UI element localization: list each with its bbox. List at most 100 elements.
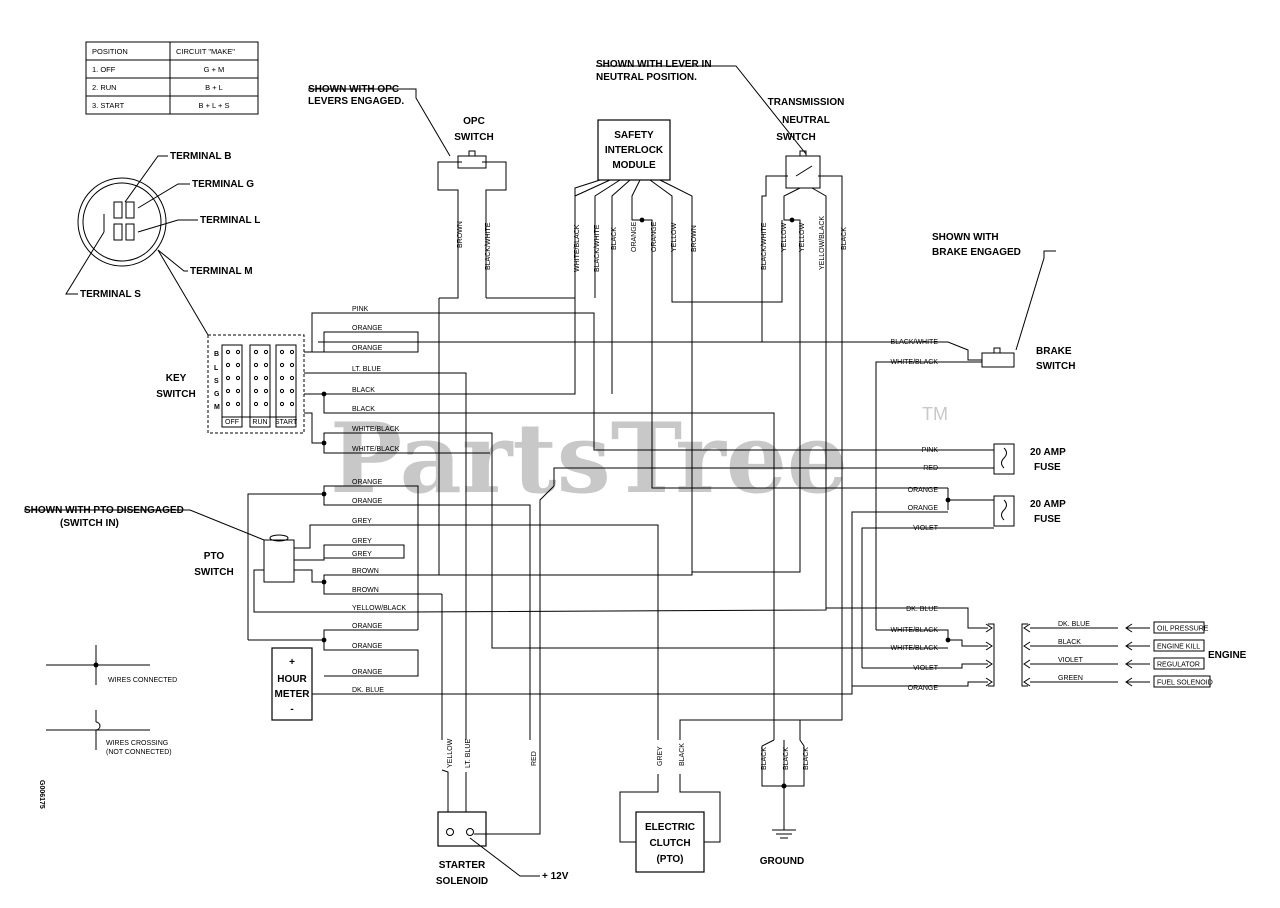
- terminal-b-label: TERMINAL B: [170, 151, 231, 162]
- engine-function-label: REGULATOR: [1157, 662, 1200, 669]
- ground: GROUND: [760, 774, 805, 867]
- legend-connected: WIRES CONNECTED: [108, 677, 177, 684]
- wire-lt-blue: [304, 372, 467, 740]
- opc-note: LEVERS ENGAGED.: [308, 96, 404, 107]
- tns-note: SHOWN WITH LEVER IN: [596, 59, 712, 70]
- key-contact: [263, 401, 269, 407]
- engine-pin: [1023, 677, 1031, 687]
- wire-junction: [321, 440, 327, 446]
- engine-pin: [985, 659, 993, 669]
- hour-meter: + HOUR METER -: [271, 647, 313, 721]
- wire-label: ORANGE: [908, 487, 939, 494]
- wire-label: ORANGE: [352, 498, 383, 505]
- wire-label: LT. BLUE: [465, 739, 472, 768]
- watermark-tm: TM: [922, 404, 948, 424]
- pto-title: SWITCH: [194, 567, 233, 578]
- wire-label: WHITE/BLACK: [352, 446, 400, 453]
- wire-grey: [294, 524, 659, 740]
- key-contact: [225, 388, 231, 394]
- starter-label: STARTER: [439, 860, 486, 871]
- key-contact: [225, 362, 231, 368]
- wire-opc-black-white: [486, 179, 601, 299]
- key-contact: [289, 375, 295, 381]
- wire-label: WHITE/BLACK: [574, 224, 581, 272]
- wire-label: GREY: [352, 518, 372, 525]
- wire-label: BLACK: [841, 227, 848, 250]
- key-contact: [253, 349, 259, 355]
- starter-solenoid: STARTER SOLENOID + 12V: [436, 485, 569, 887]
- wire-engine-wb: [876, 629, 988, 647]
- engine-connector-body: [988, 623, 995, 687]
- wire-brake-bw: [762, 341, 982, 361]
- wire-white-black-2: [323, 443, 490, 454]
- wire-label: ORANGE: [651, 221, 658, 252]
- clutch-label: CLUTCH: [649, 838, 690, 849]
- clutch-label: ELECTRIC: [645, 822, 695, 833]
- table-cell: 3. START: [92, 101, 125, 110]
- terminal-g-label: TERMINAL G: [192, 179, 254, 190]
- key-contact: [289, 388, 295, 394]
- wire-label: YELLOW: [671, 222, 678, 252]
- key-contact: [289, 362, 295, 368]
- terminal-l-label: TERMINAL L: [200, 215, 260, 226]
- tns-title: NEUTRAL: [782, 115, 830, 126]
- wire-orange-hm: [248, 629, 418, 641]
- wire-tns-yellow-black: [409, 187, 827, 613]
- wire-yellow-bottom: [441, 769, 449, 798]
- key-contact: [225, 401, 231, 407]
- figure-id: G006175: [38, 780, 45, 809]
- wire-label: BROWN: [352, 587, 379, 594]
- wire-label: VIOLET: [913, 525, 939, 532]
- table-cell: B + L: [205, 83, 223, 92]
- fuse-1: 20 AMP FUSE: [993, 443, 1066, 475]
- wire-label: BLACK/WHITE: [485, 222, 492, 270]
- key-col-off: OFF: [225, 419, 239, 426]
- fuse-1-label: FUSE: [1034, 462, 1061, 473]
- wire-label: ORANGE: [631, 221, 638, 252]
- wire-label: BLACK: [803, 747, 810, 770]
- wire-orange-hm-2: [323, 640, 419, 677]
- watermark: PartsTree TM: [330, 402, 948, 515]
- sim-title: INTERLOCK: [605, 145, 664, 156]
- table-header-circuit: CIRCUIT "MAKE": [176, 47, 235, 56]
- ground-label: GROUND: [760, 856, 804, 867]
- engine-pin: [985, 677, 993, 687]
- wire-label: GREY: [352, 551, 372, 558]
- wire-tns-black: [679, 175, 843, 740]
- fuse-1-label: 20 AMP: [1030, 447, 1066, 458]
- key-contact: [253, 388, 259, 394]
- opc-title: SWITCH: [454, 132, 493, 143]
- transmission-neutral-switch: SHOWN WITH LEVER IN NEUTRAL POSITION. TR…: [596, 59, 845, 189]
- wire-label: ORANGE: [908, 685, 939, 692]
- key-contact: [235, 375, 241, 381]
- wire-engine-violet: [862, 663, 988, 669]
- wire-label: ORANGE: [908, 505, 939, 512]
- key-letter-b: B: [214, 351, 219, 358]
- wire-yellow-black: [253, 569, 410, 613]
- wire-label: DK. BLUE: [352, 687, 384, 694]
- wire-label: BROWN: [691, 225, 698, 252]
- fuse-2-label: 20 AMP: [1030, 499, 1066, 510]
- wire-label: BLACK: [352, 406, 375, 413]
- wire-label: VIOLET: [1058, 657, 1084, 664]
- tns-note: NEUTRAL POSITION.: [596, 72, 697, 83]
- wire-ground-3: [799, 720, 805, 774]
- wire-brown-2: [323, 582, 442, 595]
- wire-label: YELLOW: [781, 222, 788, 252]
- wire-sim-black-white: [594, 179, 621, 298]
- opc-switch: SHOWN WITH OPC LEVERS ENGAGED. OPC SWITC…: [308, 84, 507, 299]
- tns-title: SWITCH: [776, 132, 815, 143]
- fuse-2-label: FUSE: [1034, 514, 1061, 525]
- engine-pin: [985, 623, 993, 633]
- wire-engine-dkblue: [826, 607, 988, 629]
- wire-fuse1-red: [553, 467, 994, 486]
- table-cell: G + M: [204, 65, 225, 74]
- tns-title: TRANSMISSION: [768, 97, 845, 108]
- key-contact: [289, 401, 295, 407]
- wire-orange-pto-2: [323, 494, 531, 740]
- key-contact: [279, 362, 285, 368]
- wire-junction: [945, 637, 951, 643]
- wire-dk-blue-hm: [312, 511, 948, 695]
- wire-label: ORANGE: [352, 623, 383, 630]
